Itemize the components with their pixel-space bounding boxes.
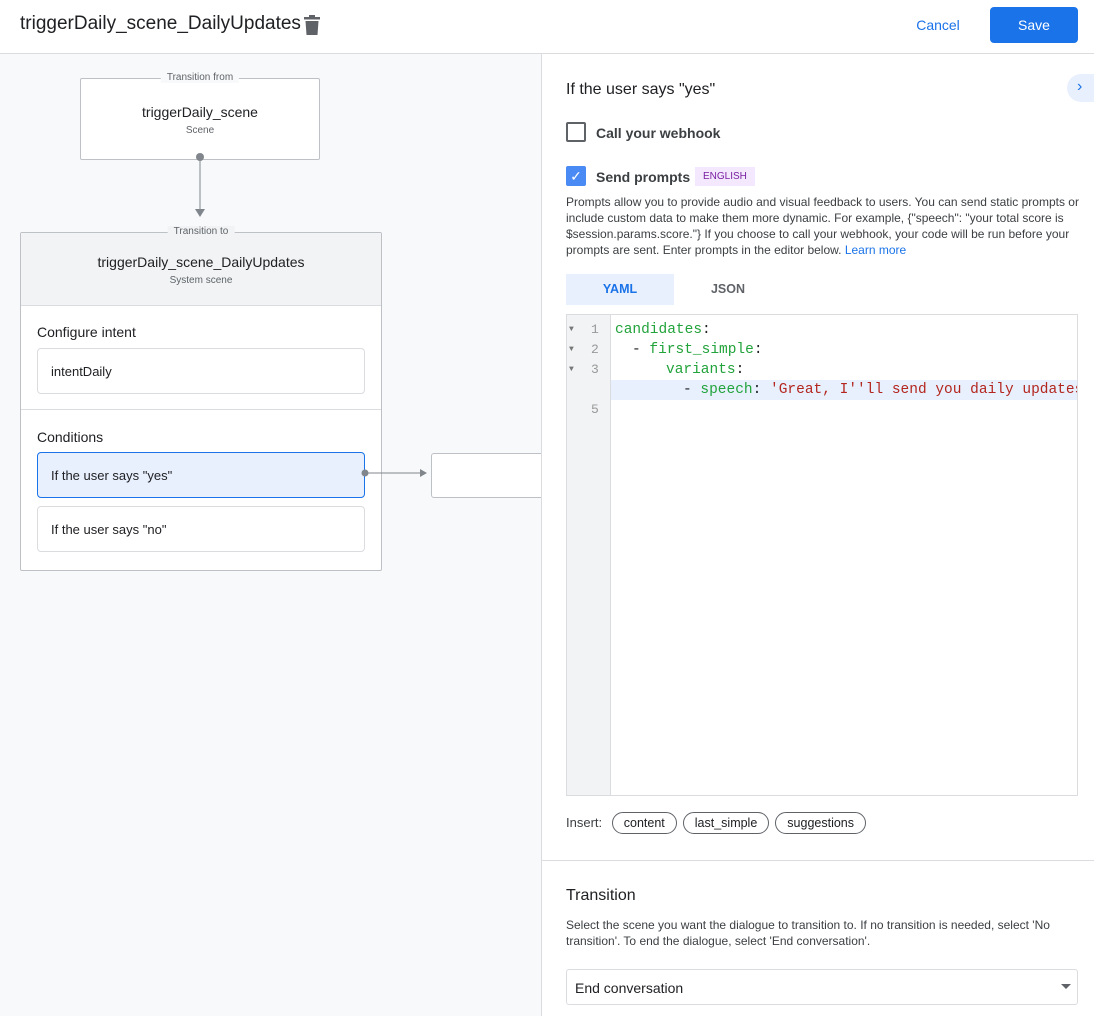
dropdown-arrow-icon — [1061, 984, 1071, 989]
webhook-label: Call your webhook — [596, 125, 721, 141]
condition-connector — [361, 469, 427, 477]
connector-arrow — [195, 153, 205, 217]
yaml-key: variants — [666, 362, 736, 378]
intent-card[interactable]: intentDaily — [37, 348, 365, 394]
page-title: triggerDaily_scene_DailyUpdates — [20, 13, 301, 34]
yaml-key: speech — [700, 382, 753, 398]
line-number: 3 — [591, 362, 599, 377]
yaml-key: first_simple — [649, 342, 754, 358]
to-scene-name: triggerDaily_scene_DailyUpdates — [97, 254, 305, 270]
condition-yes[interactable]: If the user says "yes" — [37, 452, 365, 498]
tab-json[interactable]: JSON — [710, 282, 746, 296]
colon: : — [752, 382, 762, 398]
fold-icon[interactable]: ▼ — [569, 325, 574, 334]
line-number: 2 — [591, 342, 599, 357]
dash: - — [683, 382, 701, 398]
line-number: 5 — [591, 402, 599, 417]
tab-yaml[interactable]: YAML — [566, 274, 674, 305]
condition-no[interactable]: If the user says "no" — [37, 506, 365, 552]
editor-gutter — [567, 315, 611, 795]
prompts-label: Send prompts — [596, 169, 691, 185]
condition-panel: › If the user says "yes" Call your webho… — [542, 54, 1094, 1016]
divider — [542, 860, 1094, 861]
language-badge: ENGLISH — [695, 167, 755, 186]
transition-from-node[interactable]: Transition from triggerDaily_scene Scene — [80, 72, 320, 160]
conditions-heading: Conditions — [37, 429, 104, 445]
transition-value: End conversation — [575, 980, 684, 996]
collapse-panel-button[interactable]: › — [1067, 74, 1094, 102]
transition-heading: Transition — [566, 887, 636, 904]
fold-icon[interactable]: ▼ — [569, 365, 574, 374]
prompts-description: Prompts allow you to provide audio and v… — [566, 194, 1081, 258]
insert-label: Insert: — [566, 815, 603, 830]
header: triggerDaily_scene_DailyUpdates Cancel S… — [0, 0, 1094, 54]
trash-icon[interactable] — [304, 15, 320, 35]
save-button[interactable]: Save — [990, 7, 1078, 43]
to-header[interactable]: Transition to triggerDaily_scene_DailyUp… — [21, 226, 381, 306]
code-editor[interactable]: ▼ 1 candidates: ▼ 2 - first_simple: ▼ 3 varian… — [566, 314, 1078, 796]
insert-chip-suggestions[interactable]: suggestions — [775, 812, 867, 834]
to-scene-type: System scene — [169, 275, 233, 286]
configure-intent-heading: Configure intent — [37, 324, 136, 340]
colon: : — [753, 342, 763, 358]
colon: : — [702, 322, 711, 338]
learn-more-link[interactable]: Learn more — [844, 243, 907, 257]
fold-icon[interactable]: ▼ — [569, 345, 574, 354]
scene-canvas: Transition from triggerDaily_scene Scene… — [0, 54, 542, 1016]
webhook-checkbox[interactable] — [566, 122, 586, 142]
transition-description: Select the scene you want the dialogue t… — [566, 918, 1050, 948]
transition-to-node: Transition to triggerDaily_scene_DailyUp… — [20, 226, 382, 571]
transition-select[interactable]: End conversation — [566, 969, 1078, 1005]
insert-chip-content[interactable]: content — [611, 812, 677, 834]
insert-chip-last-simple[interactable]: last_simple — [682, 812, 770, 834]
dash: - — [632, 342, 650, 358]
yaml-string: 'Great, I''ll send you daily updates. — [770, 382, 1077, 398]
from-scene-name: triggerDaily_scene — [142, 104, 258, 120]
from-scene-type: Scene — [185, 125, 215, 136]
prompts-checkbox[interactable]: ✓ — [566, 166, 586, 186]
description-text: Prompts allow you to provide audio and v… — [566, 195, 1079, 257]
check-icon: ✓ — [570, 168, 582, 184]
line-number: 1 — [591, 322, 599, 337]
transition-from-label: Transition from — [160, 72, 240, 83]
panel-title: If the user says "yes" — [566, 81, 716, 98]
empty-target-node[interactable] — [431, 453, 541, 498]
transition-to-label: Transition to — [167, 226, 235, 237]
colon: : — [735, 362, 745, 378]
yaml-key: candidates — [615, 322, 703, 338]
cancel-button[interactable]: Cancel — [905, 8, 971, 42]
chevron-right-icon: › — [1077, 78, 1083, 95]
